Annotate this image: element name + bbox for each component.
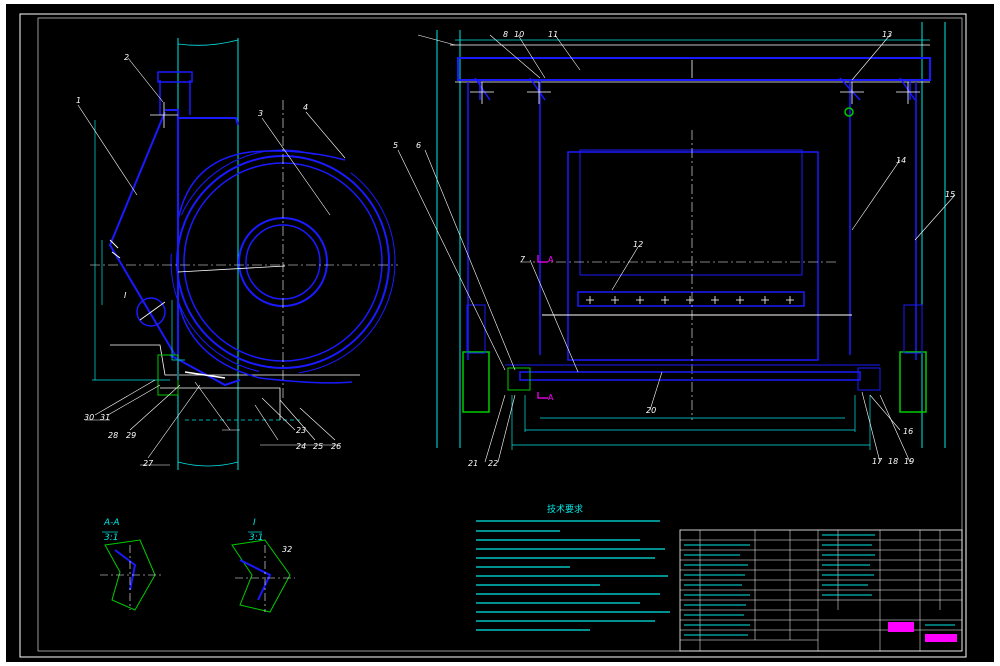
balloon-1: 1 (76, 96, 81, 105)
balloon-12: 12 (633, 240, 643, 249)
balloon-15: 15 (945, 190, 955, 199)
detail-i (231, 531, 295, 613)
balloon-5: 5 (393, 141, 398, 150)
title-block (679, 529, 963, 652)
balloon-13: 13 (882, 30, 892, 39)
balloon-10: 10 (514, 30, 524, 39)
balloon-30: 30 (84, 413, 94, 422)
balloon-29: 29 (126, 431, 136, 440)
balloon-26: 26 (331, 442, 341, 451)
balloon-25: 25 (313, 442, 323, 451)
balloon-21: 21 (468, 459, 478, 468)
tech-requirements-title: 技术要求 (547, 503, 583, 515)
balloon-27: 27 (143, 459, 154, 468)
balloon-20: 20 (646, 406, 656, 415)
balloon-17: 17 (872, 457, 883, 466)
balloon-2: 2 (124, 53, 129, 62)
section-mark-a-upper: A (548, 255, 554, 264)
outer-frame (19, 13, 967, 658)
front-view (397, 22, 956, 463)
balloon-6: 6 (416, 141, 421, 150)
detail-i-callout: 32 (282, 545, 292, 554)
detail-aa-title: A-A (103, 518, 120, 528)
detail-i-title: I (253, 518, 256, 528)
balloon-7: 7 (520, 255, 526, 264)
balloon-19: 19 (904, 457, 914, 466)
balloon-8: 8 (503, 30, 508, 39)
balloon-3: 3 (258, 109, 263, 118)
detail-aa-scale: 3:1 (104, 533, 118, 543)
technical-requirements (476, 520, 670, 631)
balloon-11: 11 (548, 30, 558, 39)
balloon-24: 24 (296, 442, 306, 451)
detail-aa (100, 531, 162, 611)
balloon-23: 23 (296, 426, 306, 435)
balloon-22: 22 (488, 459, 498, 468)
side-view (77, 38, 398, 470)
detail-i-scale: 3:1 (249, 533, 263, 543)
balloon-18: 18 (888, 457, 898, 466)
balloon-31: 31 (100, 413, 110, 422)
section-mark-a-lower: A (548, 393, 554, 402)
detail-mark-i: I (124, 291, 127, 300)
balloon-14: 14 (896, 156, 906, 165)
balloon-16: 16 (903, 427, 913, 436)
balloon-28: 28 (108, 431, 118, 440)
balloon-4: 4 (303, 103, 308, 112)
inner-frame (37, 17, 963, 652)
